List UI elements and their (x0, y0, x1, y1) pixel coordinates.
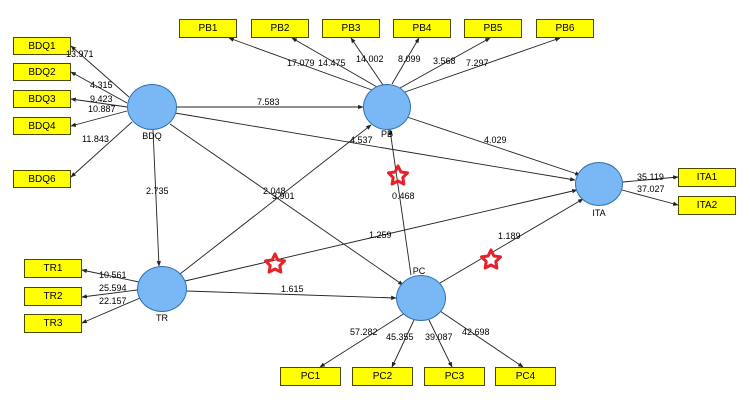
edge-pb-pb5 (399, 37, 491, 89)
construct-bdq[interactable] (127, 84, 177, 130)
construct-label-ita: ITA (592, 208, 606, 218)
construct-tr[interactable] (137, 266, 187, 312)
edge-bdq-ita (174, 112, 576, 182)
indicator-bdq4[interactable]: BDQ4 (13, 117, 71, 135)
indicator-pb2[interactable]: PB2 (251, 19, 309, 38)
weight-bdq-bdq2: 4.315 (90, 80, 113, 90)
edge-pc-pc1 (319, 312, 406, 368)
edge-tr-ita (184, 188, 578, 282)
edge-tr-tr2 (81, 289, 138, 299)
weight-pb-pb1: 17.079 (287, 58, 315, 68)
edge-bdq-bdq4 (70, 110, 128, 127)
indicator-ita2[interactable]: ITA2 (678, 196, 736, 215)
weight-bdq-pb: 7.583 (257, 97, 280, 107)
weight-pb-ita: 4.029 (484, 135, 507, 145)
indicator-tr2[interactable]: TR2 (24, 287, 82, 306)
indicator-bdq1[interactable]: BDQ1 (13, 37, 71, 55)
edge-pc-pc4 (439, 310, 524, 368)
indicator-pb3[interactable]: PB3 (322, 19, 380, 38)
edge-bdq-tr (152, 129, 161, 267)
weight-bdq-bdq6: 11.843 (82, 134, 109, 144)
edge-bdq-bdq6 (70, 121, 133, 178)
edge-tr-pb (179, 124, 372, 275)
indicator-bdq3[interactable]: BDQ3 (13, 90, 71, 108)
construct-pc[interactable] (396, 275, 446, 321)
edge-bdq-bdq3 (70, 97, 128, 108)
construct-label-tr: TR (156, 313, 168, 323)
edge-ita-ita1 (622, 175, 679, 183)
edge-pc-pb (388, 129, 412, 276)
construct-ita[interactable] (575, 162, 623, 206)
weight-ita-ita1: 35.119 (637, 172, 664, 182)
star-marker-tr-ita (264, 252, 286, 274)
weight-pb-pb3: 14.002 (356, 54, 384, 64)
weight-tr-tr1: 10.561 (99, 270, 127, 280)
weight-pc-pc1: 57.282 (350, 327, 378, 337)
indicator-bdq2[interactable]: BDQ2 (13, 63, 71, 81)
construct-pb[interactable] (363, 84, 411, 130)
weight-tr-tr2: 25.594 (99, 283, 127, 293)
indicator-pc4[interactable]: PC4 (495, 367, 556, 386)
weight-bdq-tr: 2.735 (146, 186, 169, 196)
edge-pc-pc2 (391, 319, 415, 368)
edge-ita-ita2 (621, 189, 679, 206)
edge-pb-pb4 (391, 37, 420, 85)
weight-tr-tr3: 22.157 (99, 296, 127, 306)
weight-bdq-ita: 2.048 (263, 186, 286, 196)
star-marker-pc-pb (387, 164, 409, 186)
edge-tr-pc (186, 290, 397, 300)
weight-bdq-bdq1: 13.971 (66, 49, 94, 59)
indicator-ita1[interactable]: ITA1 (678, 168, 736, 187)
indicator-tr3[interactable]: TR3 (24, 314, 82, 333)
edge-tr-tr1 (81, 268, 140, 283)
indicator-pb1[interactable]: PB1 (179, 19, 237, 38)
edge-pb-pb1 (228, 37, 373, 91)
edge-bdq-bdq1 (70, 45, 130, 98)
edge-pb-pb6 (404, 37, 561, 93)
edge-pc-ita (439, 198, 584, 284)
weight-pb-pb4: 8.099 (398, 54, 421, 64)
edge-pc-pc3 (428, 319, 453, 368)
weight-pb-pb2: 14.475 (318, 58, 346, 68)
indicator-pb5[interactable]: PB5 (464, 19, 522, 38)
construct-label-bdq: BDQ (142, 131, 162, 141)
edge-pb-pb3 (350, 37, 384, 86)
weight-tr-ita: 1.259 (369, 230, 392, 240)
weight-pc-pb: 0.468 (392, 191, 415, 201)
weight-bdq-bdq4: 10.887 (88, 104, 116, 114)
indicator-tr1[interactable]: TR1 (24, 259, 82, 278)
edge-bdq-pc (169, 123, 404, 286)
weight-pb-pb6: 7.297 (466, 58, 489, 68)
weight-bdq-bdq3: 9.423 (90, 94, 113, 104)
weight-pc-pc3: 39.087 (425, 332, 453, 342)
construct-label-pb: PB (380, 129, 393, 139)
weight-ita-ita2: 37.027 (637, 184, 665, 194)
edge-pb-pb2 (291, 37, 378, 88)
edge-bdq-bdq2 (70, 71, 128, 104)
indicator-pc3[interactable]: PC3 (424, 367, 485, 386)
weight-bdq-pc: 3.901 (272, 191, 295, 201)
edge-tr-tr3 (81, 297, 141, 324)
weight-pc-ita: 1.189 (498, 231, 521, 241)
indicator-pc2[interactable]: PC2 (352, 367, 413, 386)
indicator-pb4[interactable]: PB4 (393, 19, 451, 38)
weight-tr-pb: 4.537 (350, 135, 373, 145)
indicator-bdq6[interactable]: BDQ6 (13, 170, 71, 188)
weight-pc-pc4: 42.698 (462, 327, 490, 337)
indicator-pc1[interactable]: PC1 (280, 367, 341, 386)
star-marker-pc-ita (480, 248, 502, 270)
edge-pb-ita (406, 116, 581, 176)
weight-tr-pc: 1.615 (281, 284, 304, 294)
construct-label-pc: PC (412, 266, 426, 276)
weight-pc-pc2: 45.355 (386, 332, 414, 342)
weight-pb-pb5: 3.568 (433, 56, 456, 66)
indicator-pb6[interactable]: PB6 (536, 19, 594, 38)
